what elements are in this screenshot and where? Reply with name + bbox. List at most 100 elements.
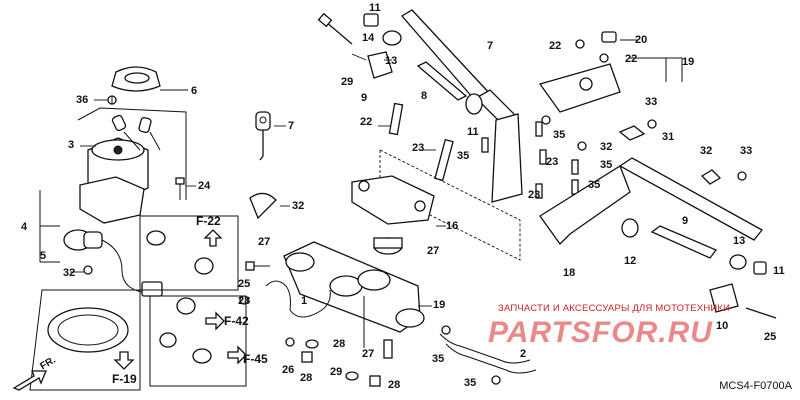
callout-label: 6 (191, 85, 198, 97)
callout-label: 28 (300, 372, 313, 384)
callout-label: 9 (361, 92, 368, 104)
arrow-up-icon (203, 229, 223, 247)
callout-label: 22 (549, 40, 562, 52)
f22-inset-frame (139, 215, 239, 291)
bracket-30 (249, 192, 277, 220)
left-fork-top (491, 113, 523, 203)
callout-label: 23 (546, 156, 559, 168)
collar-11 (465, 93, 483, 115)
connector-clip (159, 332, 212, 364)
callout-label: 5 (40, 250, 47, 262)
top-bridge-frame (379, 149, 521, 261)
bolt-34 (441, 325, 501, 385)
watermark-caption: ЗАПЧАСТИ И АКСЕССУАРЫ ДЛЯ МОТОТЕХНИКИ (498, 303, 731, 314)
callout-label: 23 (412, 142, 425, 154)
callout-label: 26 (282, 364, 295, 376)
callout-label: 7 (288, 120, 295, 132)
reference-label: F-42 (224, 314, 249, 328)
callout-label: 28 (388, 379, 401, 391)
key-7 (255, 111, 271, 161)
wire-guide-2 (439, 333, 537, 374)
callout-label: 33 (740, 145, 753, 157)
callout-label: 4 (21, 221, 28, 233)
washer-28 (305, 339, 359, 381)
callout-label: 28 (333, 338, 346, 350)
reference-label: F-19 (112, 372, 137, 386)
screw-31 (83, 265, 93, 275)
reference-label: F-22 (196, 214, 221, 228)
callout-label: 13 (385, 55, 398, 67)
callout-label: 35 (432, 353, 445, 365)
reference-label: F-45 (243, 352, 268, 366)
callout-label: 24 (198, 180, 211, 192)
callout-label: 36 (76, 94, 89, 106)
nut-13-right (753, 261, 767, 275)
bolt-36 (107, 95, 117, 105)
screw-21 (175, 177, 185, 200)
screw-20 (239, 295, 295, 347)
callout-label: 31 (662, 131, 675, 143)
handlebar-bolt-25-right (745, 307, 777, 319)
callout-label: 19 (682, 56, 695, 68)
callout-label: 27 (258, 236, 271, 248)
handlebar-upper-bracket (538, 63, 621, 113)
holder-10 (367, 51, 393, 79)
grommet-27 (301, 351, 381, 387)
callout-label: 23 (528, 189, 541, 201)
collar-11-right (621, 218, 639, 238)
collar-12-right (729, 254, 747, 270)
callout-label: 28 (238, 295, 251, 307)
bolt-23 (535, 149, 547, 199)
callout-label: 32 (292, 200, 305, 212)
ignition-cover-ring (111, 66, 161, 92)
callout-label: 11 (773, 265, 785, 277)
holder-10-right (709, 283, 739, 313)
f42-inset-frame (149, 295, 247, 387)
callout-label: 7 (487, 40, 494, 52)
diagram-code: MCS4-F0700A (719, 380, 792, 392)
bottom-bridge-17 (283, 241, 425, 348)
callout-label: 27 (427, 245, 440, 257)
watermark-logo: PARTSFOR.RU (488, 316, 713, 349)
callout-label: 29 (330, 366, 343, 378)
callout-label: 10 (716, 320, 729, 332)
callout-label: 25 (764, 331, 777, 343)
connector-clip (146, 230, 214, 315)
callout-label: 9 (682, 215, 689, 227)
callout-label: 29 (341, 76, 354, 88)
callout-label: 11 (369, 2, 381, 14)
callout-label: 18 (563, 267, 576, 279)
callout-label: 27 (362, 348, 375, 360)
callout-label: 12 (624, 255, 637, 267)
callout-label: 19 (433, 299, 446, 311)
bolt-24-lower (383, 339, 393, 359)
front-arrow-icon (12, 370, 47, 391)
arrow-right-icon (227, 345, 247, 365)
f19-inset-frame (29, 289, 141, 391)
callout-label: 35 (588, 179, 601, 191)
screw-24 (245, 261, 270, 271)
arrow-down-icon (113, 351, 135, 370)
callout-label: 22 (625, 53, 638, 65)
callout-label: 22 (360, 116, 373, 128)
callout-label: 35 (600, 159, 613, 171)
right-handlebar (539, 157, 763, 246)
callout-label: 3 (68, 139, 75, 151)
callout-label: 16 (446, 220, 459, 232)
wire-clamp-29 (618, 125, 722, 185)
nut-13 (363, 13, 379, 27)
callout-label: 33 (645, 96, 658, 108)
callout-label: 35 (457, 150, 470, 162)
top-bridge-14 (351, 175, 435, 225)
callout-label: 20 (635, 34, 648, 46)
bolt-19 (388, 102, 454, 182)
callout-label: 35 (464, 377, 477, 389)
collar-12 (382, 30, 402, 46)
callout-label: 14 (362, 32, 375, 44)
stem-nut-26 (373, 237, 403, 255)
callout-label: 1 (301, 295, 308, 307)
arrow-right-icon (205, 311, 225, 331)
handlebar-pipe-9 (416, 61, 468, 101)
